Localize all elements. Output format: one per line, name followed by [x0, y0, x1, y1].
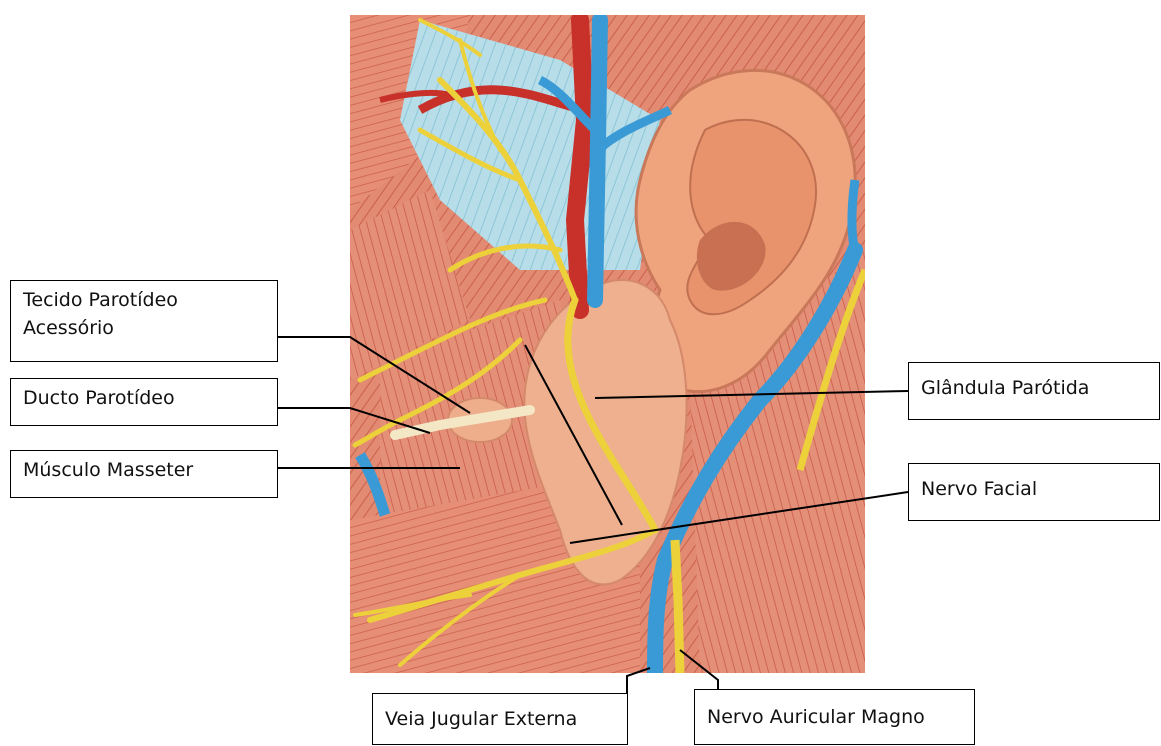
label-parotid-duct: Ducto Parotídeo	[10, 378, 278, 426]
label-great-auricular-nerve: Nervo Auricular Magno	[694, 689, 975, 745]
superficial-temporal-artery	[575, 20, 585, 310]
label-facial-nerve: Nervo Facial	[908, 463, 1160, 521]
label-accessory-parotid: Tecido Parotídeo Acessório	[10, 280, 278, 362]
great-auricular-nerve	[675, 540, 680, 673]
posterior-auricular-vein	[852, 180, 855, 250]
superficial-temporal-vein	[595, 20, 600, 300]
label-external-jugular-vein: Veia Jugular Externa	[372, 693, 628, 745]
label-parotid-gland: Glândula Parótida	[908, 362, 1160, 420]
label-masseter: Músculo Masseter	[10, 450, 278, 498]
anatomy-panel	[350, 15, 865, 673]
